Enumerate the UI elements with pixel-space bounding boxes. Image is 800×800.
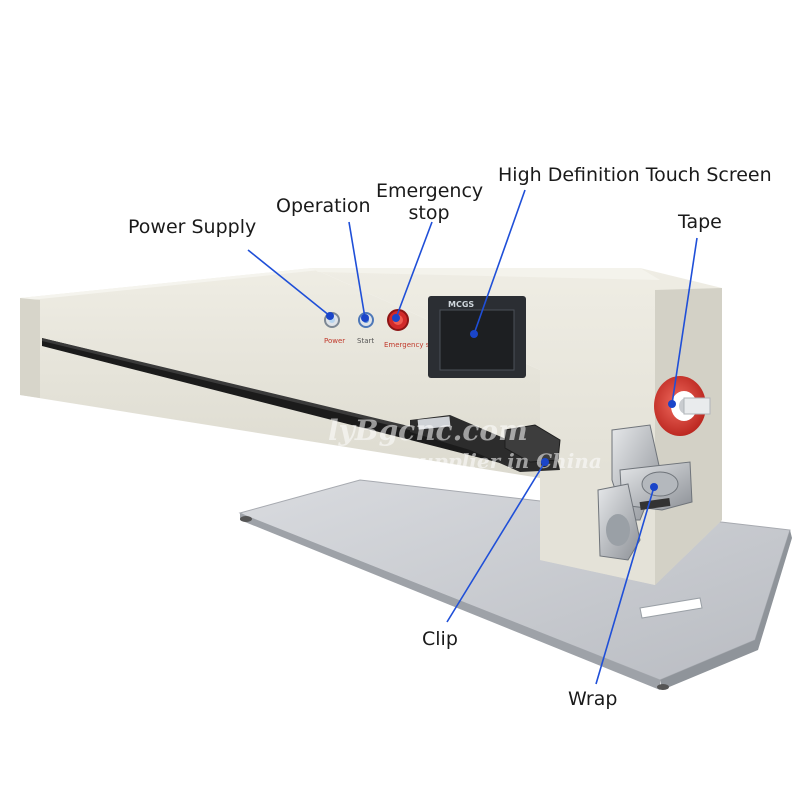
label-power-supply: Power Supply bbox=[128, 216, 257, 238]
clip-mechanism bbox=[410, 415, 561, 472]
label-tape: Tape bbox=[678, 211, 722, 233]
label-clip: Clip bbox=[422, 628, 458, 650]
leader-dot-tape bbox=[668, 400, 676, 408]
leader-wrap bbox=[595, 486, 655, 685]
power-label: Power bbox=[324, 337, 345, 345]
touch-screen: MCGS bbox=[428, 296, 526, 378]
leader-dot-power-supply bbox=[326, 312, 334, 320]
leader-dot-clip bbox=[541, 458, 549, 466]
leader-dot-operation bbox=[361, 314, 369, 322]
leader-emergency-stop bbox=[395, 221, 433, 319]
leader-touch-screen bbox=[473, 189, 526, 335]
label-wrap: Wrap bbox=[568, 688, 618, 710]
leader-operation bbox=[348, 221, 366, 319]
screen-brand: MCGS bbox=[448, 300, 474, 309]
callout-leaders bbox=[247, 189, 698, 685]
watermark-tagline: Factory supplier in China bbox=[317, 449, 602, 473]
leader-dot-emergency-stop bbox=[392, 314, 400, 322]
start-label: Start bbox=[357, 337, 374, 345]
label-operation: Operation bbox=[276, 195, 371, 217]
label-touch-screen: High Definition Touch Screen bbox=[498, 164, 772, 186]
leader-dot-touch-screen bbox=[470, 330, 478, 338]
leader-clip bbox=[446, 461, 546, 623]
leader-dot-wrap bbox=[650, 483, 658, 491]
estop-label: Emergency stop bbox=[384, 341, 441, 349]
leader-power-supply bbox=[247, 249, 331, 317]
watermark-brand: lyBgcnc.com bbox=[328, 414, 528, 447]
leader-tape bbox=[671, 237, 698, 405]
label-emergency-stop: Emergency stop bbox=[376, 180, 484, 224]
tape-roll bbox=[654, 376, 711, 436]
